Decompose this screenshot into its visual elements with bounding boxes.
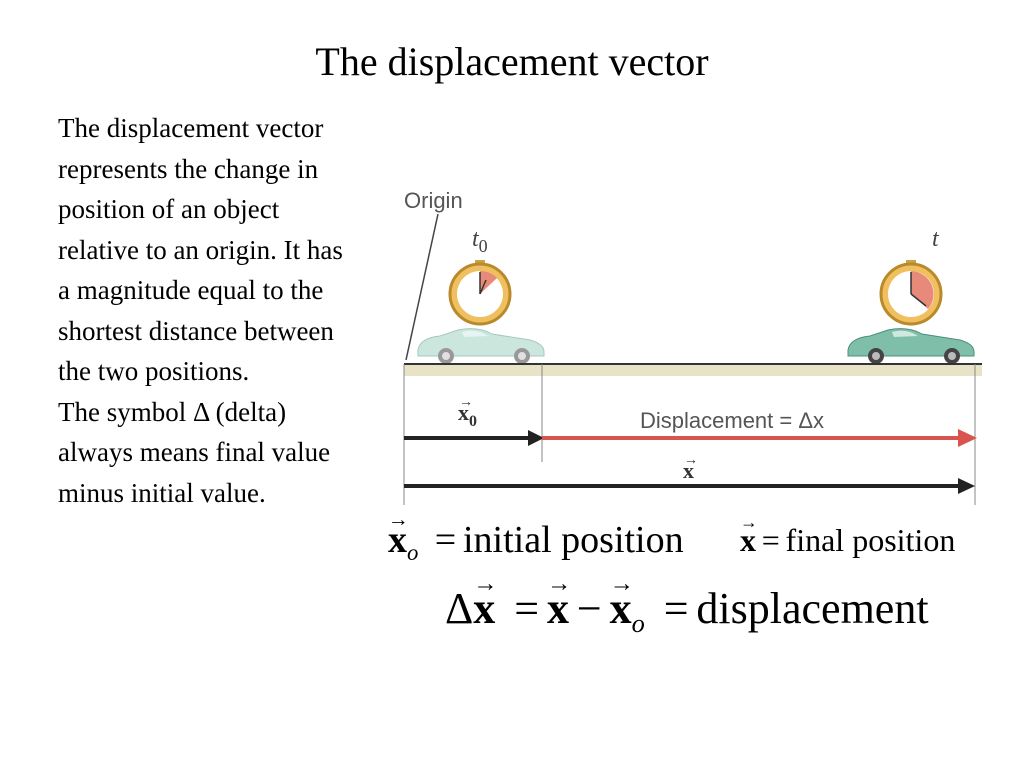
car-final-icon	[847, 328, 975, 364]
displacement-text: displacement	[696, 584, 929, 633]
x0-symbol: →x	[388, 506, 409, 561]
displacement-diagram: Origin t0 t	[403, 188, 982, 505]
final-position-text: final position	[785, 522, 956, 558]
initial-position-text: initial position	[463, 519, 684, 561]
displacement-arrowhead	[958, 429, 977, 447]
t-label: t	[932, 226, 940, 252]
description-paragraph-1: The displacement vector represents the c…	[58, 113, 343, 386]
initial-position-equation: →xo =initial position	[388, 506, 684, 565]
final-position-arrowhead	[958, 478, 975, 494]
x-vector-arrow: →	[684, 453, 698, 468]
stopwatch-initial-icon	[448, 260, 512, 326]
stopwatch-final-icon	[879, 260, 943, 326]
t0-label: t0	[472, 226, 488, 256]
description-text: The displacement vector represents the c…	[58, 108, 348, 513]
final-position-equation: →x=final position	[740, 512, 956, 558]
slide-title: The displacement vector	[315, 39, 709, 84]
delta-x-symbol: →x	[473, 570, 498, 633]
car-initial-icon	[417, 328, 545, 364]
x-symbol: →x	[740, 512, 758, 558]
origin-pointer	[405, 213, 439, 361]
initial-position-arrowhead	[528, 430, 544, 446]
origin-label: Origin	[404, 188, 463, 213]
x0-vector-arrow: →	[459, 395, 473, 410]
description-paragraph-2: The symbol Δ (delta) always means final …	[58, 396, 331, 508]
ground	[404, 364, 982, 376]
x0-label: x0	[458, 400, 477, 430]
displacement-equation: Δ→x =→x−→xo =displacement	[445, 570, 929, 639]
x-label: x	[683, 458, 694, 483]
displacement-label: Displacement = Δx	[640, 408, 824, 433]
